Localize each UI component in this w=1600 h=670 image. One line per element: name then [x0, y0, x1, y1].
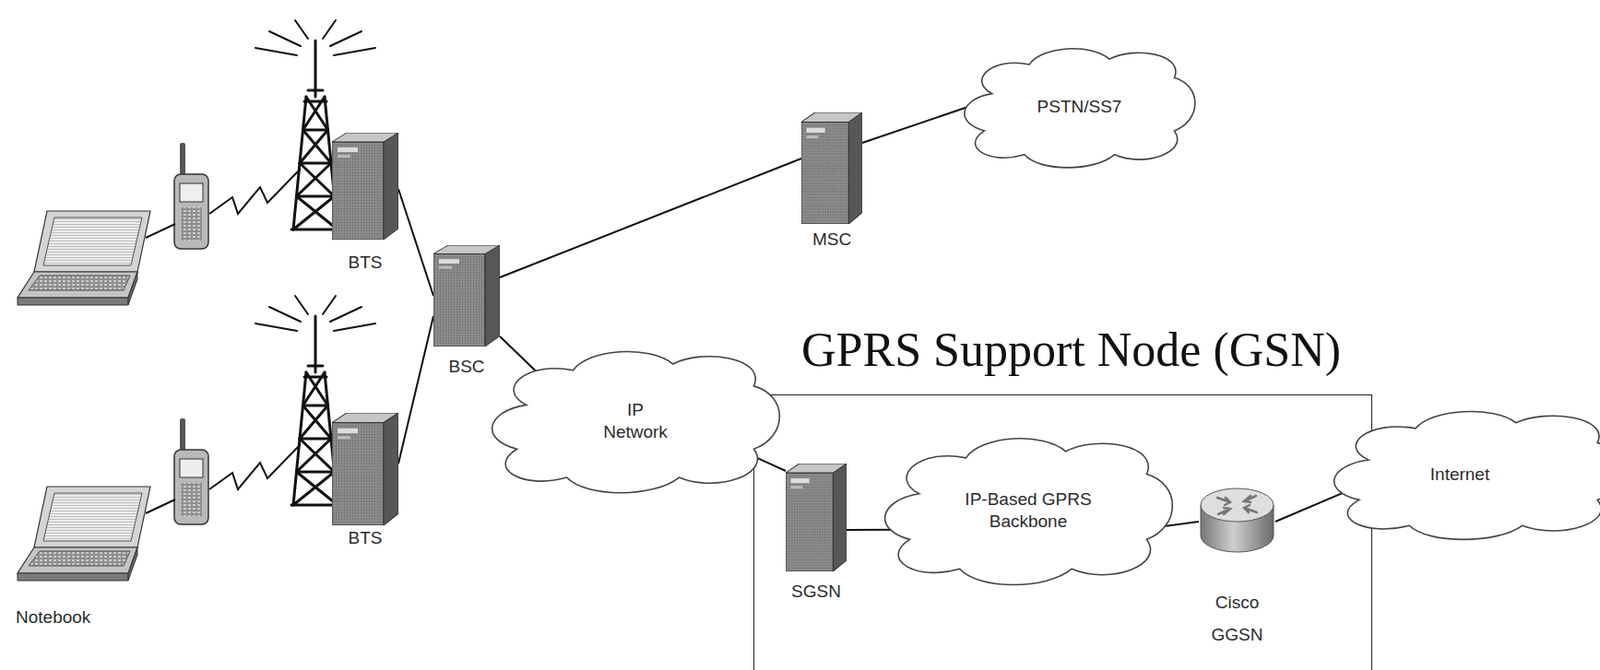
server-icon	[433, 245, 500, 347]
laptop-icon	[17, 211, 151, 306]
cloud-outline	[964, 48, 1196, 168]
phone-icon	[174, 142, 209, 249]
cloud-shape	[872, 428, 1185, 593]
network-cloud: IP Network	[479, 342, 792, 500]
cloud-outline	[492, 351, 781, 493]
server-icon	[331, 132, 399, 240]
cloud-text-area: Internet	[1321, 402, 1600, 546]
cloud-label: IP-Based GPRS Backbone	[959, 488, 1098, 534]
cloud-text-area: PSTN/SS7	[954, 40, 1205, 174]
server-icon	[433, 245, 500, 347]
server-icon	[331, 413, 399, 526]
connector-line	[398, 189, 434, 297]
server-icon	[785, 463, 847, 572]
msc-node: MSC	[801, 112, 863, 250]
connector-line	[398, 316, 434, 464]
sgsn-node: SGSN	[785, 463, 847, 603]
gsn-group: GPRS Support Node (GSN) SGSN IP-Based GPRS…	[753, 322, 1373, 670]
device-label: BTS	[331, 528, 399, 549]
router-icon	[1198, 485, 1276, 557]
server-icon	[331, 413, 399, 526]
notebook-node: Notebook	[15, 485, 154, 629]
device-label: Cisco GGSN	[1198, 586, 1276, 652]
bsc-node: BSC	[433, 245, 500, 378]
radio-link	[145, 168, 301, 238]
bts-node: BTS	[331, 132, 399, 273]
device-label: Notebook	[15, 607, 154, 629]
cloud-outline	[885, 438, 1174, 586]
laptop-icon	[17, 486, 151, 581]
connector-line	[862, 103, 980, 143]
network-cloud: IP-Based GPRS Backbone	[872, 428, 1185, 593]
cloud-label: IP Network	[598, 399, 673, 444]
laptop-icon	[15, 485, 154, 587]
cloud-outline	[1334, 411, 1600, 540]
cloud-text-area: IP-Based GPRS Backbone	[872, 428, 1185, 593]
network-cloud: Internet	[1321, 402, 1600, 546]
network-cloud: PSTN/SS7	[954, 40, 1205, 174]
server-icon	[331, 132, 399, 240]
router-icon	[1200, 488, 1274, 553]
phone-icon	[174, 418, 209, 525]
server-icon	[801, 112, 863, 225]
cloud-label: PSTN/SS7	[1037, 95, 1123, 119]
device-label: SGSN	[785, 581, 847, 603]
connector-line	[499, 158, 802, 278]
device-label: BTS	[331, 252, 399, 273]
device-label: MSC	[801, 229, 863, 250]
server-icon	[801, 112, 863, 225]
bts-node: BTS	[331, 413, 399, 549]
radio-link	[145, 444, 301, 514]
server-icon	[785, 463, 847, 572]
group-heading: GPRS Support Node (GSN)	[801, 322, 1341, 379]
cloud-label: Internet	[1430, 463, 1490, 486]
cloud-text-area: IP Network	[479, 342, 792, 500]
cloud-shape	[479, 342, 792, 500]
connector-line	[1275, 491, 1347, 522]
ggsn-router: Cisco GGSN	[1198, 485, 1276, 652]
device-label: BSC	[433, 356, 500, 378]
